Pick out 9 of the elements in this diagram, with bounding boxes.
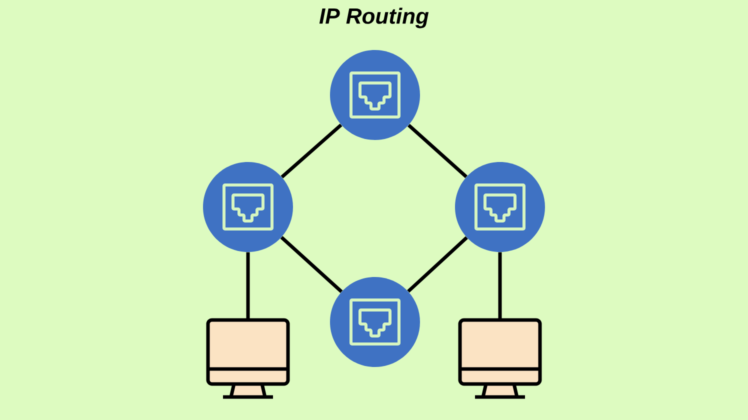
computer-drawing [206,318,290,399]
connector-line [280,124,342,178]
connector-line [280,236,343,293]
computer-drawing [458,318,542,399]
connector-line [407,236,468,293]
connector-line [408,124,468,178]
connector-line [498,252,502,320]
title: IP Routing [319,8,429,28]
connector-line [246,252,250,320]
